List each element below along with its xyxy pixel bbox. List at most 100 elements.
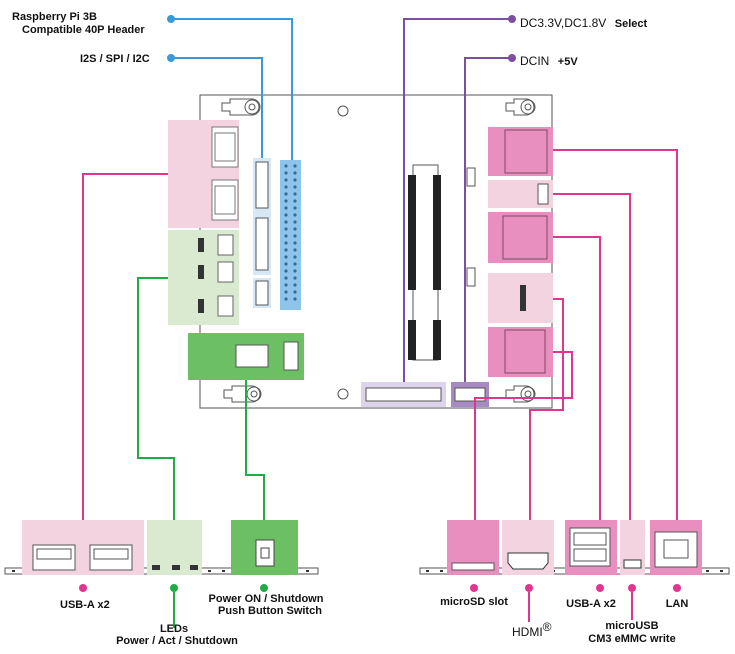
gpio-pin [284, 262, 288, 266]
rpi-40p-header-board [280, 160, 301, 310]
microusb-connector-board [488, 180, 553, 208]
gpio-pin [284, 241, 288, 245]
gpio-pin [284, 269, 288, 273]
gpio-pin [293, 227, 297, 231]
gpio-pin [293, 213, 297, 217]
microusb-label-line1: microUSB [605, 620, 658, 632]
hdmi-connector-board [488, 273, 553, 323]
rail-mark [222, 570, 225, 572]
hdmi-label-text: HDMI [512, 625, 543, 639]
gpio-pin [284, 290, 288, 294]
line-hdmi [529, 298, 564, 520]
via-hole [337, 388, 349, 400]
mounting-hole-top-left [221, 98, 261, 116]
usb-a-left-connectors [22, 520, 144, 575]
hdmi-label: HDMI® [512, 620, 552, 639]
usb-a-connector-board [168, 120, 239, 228]
mounting-hole-top-right [505, 98, 536, 116]
microusb-label-line2: CM3 eMMC write [588, 633, 675, 645]
gpio-pin [293, 262, 297, 266]
usb-a-right-connector-board [488, 212, 553, 263]
gpio-pin [284, 297, 288, 301]
rail-mark [720, 570, 723, 572]
gpio-pin [284, 248, 288, 252]
leds-label-line2: Power / Act / Shutdown [116, 635, 238, 647]
gpio-pin [293, 248, 297, 252]
gpio-pin [293, 276, 297, 280]
rail-mark [208, 570, 211, 572]
line-power-switch [245, 380, 265, 520]
gpio-pin [293, 297, 297, 301]
rail-mark [426, 570, 429, 572]
dc-select-value: DC3.3V,DC1.8V [520, 16, 606, 30]
marker-dots [79, 584, 681, 592]
microsd-slot-board [488, 327, 553, 377]
line-usb-left [82, 173, 168, 520]
line-leds [137, 277, 175, 520]
hdmi-registered-mark: ® [543, 620, 552, 634]
gpio-pin [293, 206, 297, 210]
line-usb-right [553, 236, 601, 520]
dcin-header-board [451, 382, 489, 407]
jumper-header [466, 167, 476, 187]
gpio-pin [284, 283, 288, 287]
gpio-pin [284, 276, 288, 280]
power-switch-label-line1: Power ON / Shutdown [209, 593, 324, 605]
usb-a-right-label: USB-A x2 [566, 598, 616, 610]
gpio-pin [284, 227, 288, 231]
gpio-pin [284, 171, 288, 175]
line-lan [553, 149, 678, 520]
usb-a-left-label: USB-A x2 [60, 599, 110, 611]
rpi-header-label-line1: Raspberry Pi 3B [12, 11, 97, 23]
power-switch-label-line2: Push Button Switch [218, 605, 322, 617]
usb-a-right-block [565, 520, 617, 575]
gpio-pin [284, 220, 288, 224]
gpio-pin [284, 234, 288, 238]
gpio-pin [284, 213, 288, 217]
led-headers-board [168, 230, 239, 325]
i2s-spi-i2c-headers-board [253, 158, 271, 308]
gpio-pin [293, 178, 297, 182]
gpio-pin [284, 192, 288, 196]
gpio-pin [293, 220, 297, 224]
gpio-pin [293, 255, 297, 259]
gpio-pin [284, 178, 288, 182]
line-i2s [171, 57, 263, 158]
gpio-pin [284, 164, 288, 168]
lan-label: LAN [666, 598, 689, 610]
gpio-pin [293, 269, 297, 273]
rail-mark [440, 570, 443, 572]
gpio-pin [293, 164, 297, 168]
microsd-block [447, 520, 499, 575]
rail-mark [12, 570, 15, 572]
gpio-pin [284, 255, 288, 259]
gpio-pin [284, 199, 288, 203]
rail-mark [306, 570, 309, 572]
rpi-header-label-line2: Compatible 40P Header [22, 24, 145, 36]
leds-label-line1: LEDs [160, 623, 188, 635]
gpio-pin [293, 192, 297, 196]
dc-select-word: Select [615, 18, 648, 30]
cm3-connector [408, 164, 441, 361]
via-hole [337, 105, 349, 117]
gpio-pin [293, 290, 297, 294]
line-dcin [464, 57, 512, 382]
jumper-header [466, 267, 476, 287]
line-microusb [553, 193, 631, 520]
power-switch-block [231, 520, 298, 575]
gpio-pin [293, 283, 297, 287]
dc-select-label: DC3.3V,DC1.8V Select [520, 14, 647, 31]
dcin-value: +5V [558, 56, 579, 68]
gpio-pin [284, 206, 288, 210]
leds-block [147, 520, 202, 575]
dc-select-header-board [361, 382, 446, 407]
gpio-pin [293, 199, 297, 203]
gpio-pin [293, 234, 297, 238]
i2s-spi-i2c-label: I2S / SPI / I2C [80, 53, 150, 65]
power-switch-header-board [188, 333, 304, 380]
line-microsd [474, 351, 573, 520]
hdmi-block [502, 520, 554, 575]
dcin-label: DCIN +5V [520, 52, 578, 69]
microusb-block [620, 520, 645, 575]
